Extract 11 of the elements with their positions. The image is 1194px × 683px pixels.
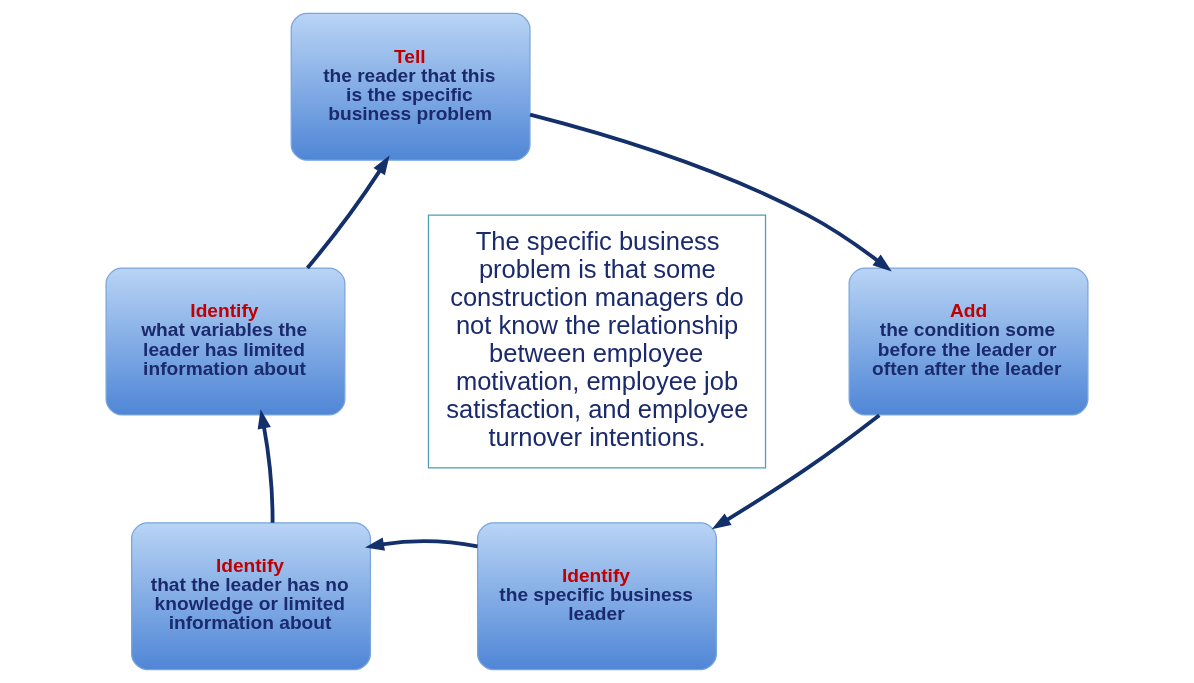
- node-box: Identify what variables the leader has limited information about: [105, 267, 346, 416]
- node-box: Add the condition some before the leader or often after the leader: [848, 267, 1089, 416]
- arrow: [711, 413, 881, 530]
- arrow: [364, 537, 478, 551]
- arrow: [529, 112, 892, 272]
- node-box: Identify that the leader has no knowledge or limited information about: [131, 522, 371, 671]
- node-box: Tell the reader that this is the specific business problem: [290, 12, 531, 161]
- arrow: [257, 409, 275, 523]
- node-box: Identify the specific business leader: [477, 522, 717, 671]
- node-box: The specific business problem is that some construction managers do not know the relationship between employee motivation, employee job satisfaction, and employee turnover intentions.: [427, 214, 767, 469]
- arrow: [305, 155, 390, 270]
